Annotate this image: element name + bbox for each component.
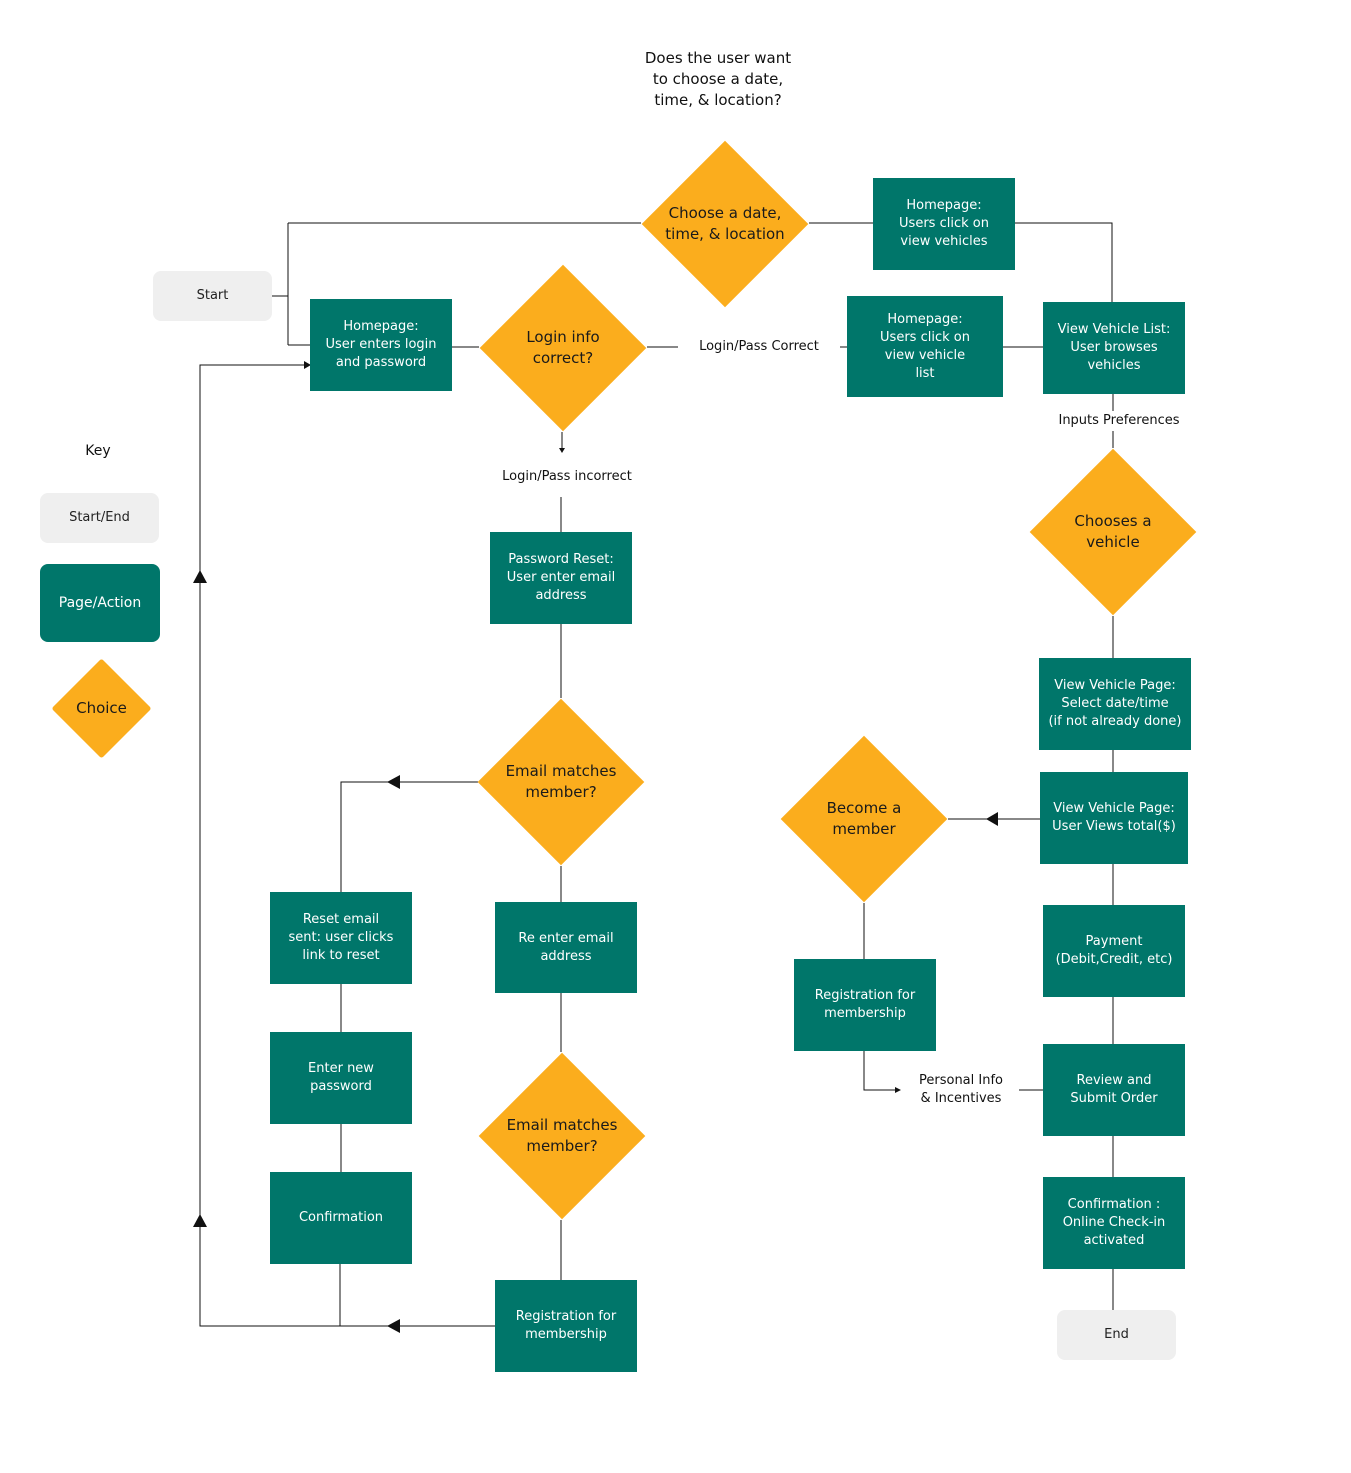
decision-choose-vehicle: Chooses a vehicle — [1028, 447, 1198, 617]
node-reset-email-sent: Reset email sent: user clicks link to re… — [270, 892, 412, 984]
question-text: Does the user want to choose a date, tim… — [644, 49, 792, 109]
node-registration-left: Registration for membership — [495, 1280, 637, 1372]
node-enter-new-password: Enter new password — [270, 1032, 412, 1124]
node-registration-right: Registration for membership — [794, 959, 936, 1051]
arrow-to-member — [986, 812, 998, 826]
arrow-bottom-left — [387, 1319, 400, 1333]
key-choice-label: Choice — [76, 699, 127, 717]
decision-become-member-diamond — [780, 735, 948, 903]
decision-choose-vehicle-label: Chooses a vehicle — [1074, 512, 1152, 551]
decision-choose-vehicle-diamond — [1029, 448, 1197, 616]
arrow-login-down — [559, 448, 565, 453]
conn-email-left — [340, 781, 478, 892]
node-confirmation-checkin: Confirmation : Online Check-in activated — [1043, 1177, 1185, 1269]
decision-email-match-1-diamond — [477, 698, 645, 866]
node-payment: Payment (Debit,Credit, etc) — [1043, 905, 1185, 997]
node-vehicle-list: View Vehicle List: User browses vehicles — [1043, 302, 1185, 394]
decision-choose-date-label: Choose a date, time, & location — [665, 204, 785, 243]
key-start-end: Start/End — [40, 493, 159, 543]
decision-login-correct-diamond — [479, 264, 647, 432]
node-home-view-vehicles: Homepage: Users click on view vehicles — [873, 178, 1015, 270]
edge-label-login-correct: Login/Pass Correct — [678, 338, 840, 356]
decision-email-match-2: Email matches member? — [477, 1051, 647, 1221]
decision-email-match-1-label: Email matches member? — [505, 762, 617, 801]
key-page-action: Page/Action — [40, 564, 160, 642]
end-terminal: End — [1057, 1310, 1176, 1360]
decision-login-correct-label: Login info correct? — [526, 328, 600, 367]
decision-login-correct: Login info correct? — [478, 263, 648, 433]
decision-choose-date: Choose a date, time, & location — [640, 139, 810, 309]
node-reenter-email: Re enter email address — [495, 902, 637, 993]
node-review-submit: Review and Submit Order — [1043, 1044, 1185, 1136]
decision-choose-date-diamond — [641, 140, 809, 308]
decision-email-match-2-diamond — [478, 1052, 646, 1220]
node-confirmation: Confirmation — [270, 1172, 412, 1264]
start-terminal: Start — [153, 271, 272, 321]
node-password-reset: Password Reset: User enter email address — [490, 532, 632, 624]
conn-home-to-right — [1015, 222, 1113, 302]
key-choice-diamond — [52, 659, 151, 758]
conn-reg-to-personal — [863, 1051, 895, 1091]
arrow-to-personal — [895, 1087, 901, 1093]
connector-lines — [199, 222, 1114, 1327]
edge-label-inputs-preferences: Inputs Preferences — [1040, 412, 1198, 430]
arrow-up-lower — [193, 1214, 207, 1227]
arrow-into-login — [304, 361, 311, 369]
node-home-view-list: Homepage: Users click on view vehicle li… — [847, 296, 1003, 397]
node-vehicle-page-total: View Vehicle Page: User Views total($) — [1040, 772, 1188, 864]
decision-become-member: Become a member — [779, 734, 949, 904]
connector-arrows — [193, 361, 998, 1333]
key-choice: Choice — [52, 659, 151, 758]
node-vehicle-page-select: View Vehicle Page: Select date/time (if … — [1039, 658, 1191, 750]
edge-label-personal-info: Personal Info & Incentives — [903, 1072, 1019, 1108]
node-home-login: Homepage: User enters login and password — [310, 299, 452, 391]
decision-become-member-label: Become a member — [826, 799, 902, 838]
edge-label-login-incorrect: Login/Pass incorrect — [486, 468, 648, 486]
decision-email-match-1: Email matches member? — [476, 697, 646, 867]
arrow-email-left — [387, 775, 400, 789]
arrow-up-upper — [193, 570, 207, 583]
decision-email-match-2-label: Email matches member? — [506, 1116, 618, 1155]
key-title: Key — [85, 443, 111, 459]
conn-bottom-loop — [199, 364, 495, 1327]
